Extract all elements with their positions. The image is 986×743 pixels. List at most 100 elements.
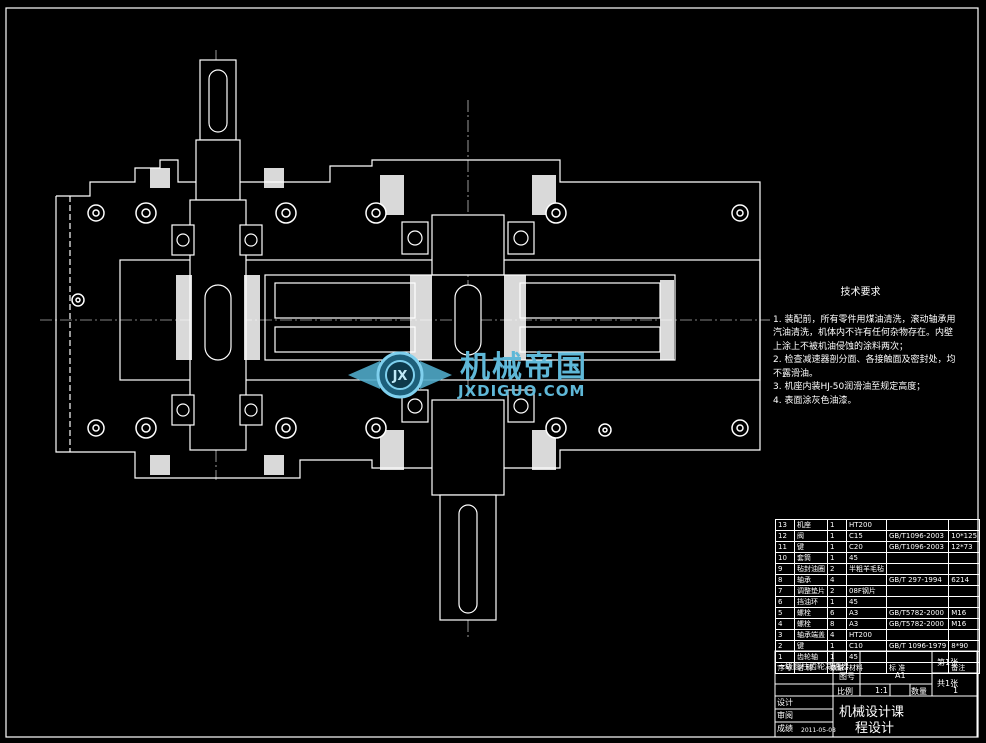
bom-cell: GB/T5782-2000	[885, 618, 950, 630]
scale-value: 1:1	[875, 686, 888, 695]
hatched-sections	[150, 168, 674, 475]
tech-line: 1. 装配前，所有零件用煤油清洗，滚动轴承用	[773, 314, 956, 325]
bom-cell: HT200	[846, 519, 887, 531]
tech-line: 4. 表面涂灰色油漆。	[773, 395, 857, 406]
bom-cell	[948, 596, 981, 608]
bom-cell	[948, 563, 981, 575]
tech-line: 不露滑油。	[773, 368, 819, 379]
bom-cell: 10*125	[948, 530, 981, 542]
bom-cell: 2	[827, 563, 847, 575]
bom-cell: 机座	[794, 519, 828, 531]
sheet-total: 共1张	[937, 679, 959, 688]
bom-cell: C15	[846, 530, 887, 542]
bom-cell: 1	[827, 552, 847, 564]
bom-cell: A3	[846, 618, 887, 630]
bom-cell: 轴承	[794, 574, 828, 586]
title-block: 一级圆柱齿轮减速器 图号 A1 第1张 共1张 比例 1:1 数量 1 设计 审…	[775, 651, 977, 737]
bom-cell: 8	[827, 618, 847, 630]
bom-cell	[885, 552, 950, 564]
bom-cell: 6	[775, 596, 795, 608]
tech-line: 3. 机座内装HJ-50润滑油至规定高度；	[773, 382, 926, 392]
bom-cell: 4	[775, 618, 795, 630]
bom-cell: 13	[775, 519, 795, 531]
bom-cell: 4	[827, 574, 847, 586]
bom-cell: 6	[827, 607, 847, 619]
drawing-no-label: 图号	[839, 672, 855, 681]
bom-cell	[885, 563, 950, 575]
bom-cell: 1	[827, 640, 847, 652]
bom-cell: 套筒	[794, 552, 828, 564]
input-shaft	[189, 59, 247, 451]
bom-cell	[948, 629, 981, 641]
bom-cell: 12*73	[948, 541, 981, 553]
bom-cell: 11	[775, 541, 795, 553]
bom-cell	[846, 574, 887, 586]
bom-cell: 半粗羊毛毡	[846, 563, 887, 575]
bom-cell: 45	[846, 552, 887, 564]
course-name: 机械设计课	[839, 705, 905, 720]
designer-label: 设计	[777, 698, 793, 707]
output-shaft	[431, 214, 505, 621]
grade-label: 成绩	[777, 724, 793, 733]
bom-cell: C20	[846, 541, 887, 553]
checker-label: 审阅	[777, 711, 793, 720]
bom-cell: 6214	[948, 574, 981, 586]
bom-cell: 备注	[948, 662, 981, 674]
bom-cell	[885, 596, 950, 608]
bom-cell	[885, 519, 950, 531]
bom-cell: 8	[775, 574, 795, 586]
bom-cell: GB/T 1096-1979	[885, 640, 950, 652]
drawing-name: 一级圆柱齿轮减速器	[777, 662, 849, 671]
bom-cell: 调整垫片	[794, 585, 828, 597]
date: 2011-05-08	[801, 727, 836, 734]
bom-cell	[948, 552, 981, 564]
bom-cell: 10	[775, 552, 795, 564]
bom-cell: GB/T5782-2000	[885, 607, 950, 619]
technical-requirements: 技术要求 1. 装配前，所有零件用煤油清洗，滚动轴承用 汽油清洗，机体内不许有任…	[773, 286, 978, 408]
bom-cell	[885, 585, 950, 597]
course-name-2: 程设计	[855, 721, 895, 736]
bom-cell: 2	[775, 640, 795, 652]
bom-cell: 08F钢片	[846, 585, 887, 597]
drawing-no: A1	[895, 671, 906, 680]
bom-cell: 阀	[794, 530, 828, 542]
bom-cell: 螺栓	[794, 607, 828, 619]
bom-cell: M16	[948, 607, 981, 619]
bom-cell: 标 准	[885, 662, 950, 674]
bom-cell: 1	[827, 541, 847, 553]
bom-cell: 5	[775, 607, 795, 619]
bom-cell: 毡封油圈	[794, 563, 828, 575]
bom-cell: 9	[775, 563, 795, 575]
bom-cell: 键	[794, 541, 828, 553]
bom-cell: 键	[794, 640, 828, 652]
bom-cell: GB/T1096-2003	[885, 530, 950, 542]
tech-title: 技术要求	[840, 287, 881, 298]
bom-cell: 挡油环	[794, 596, 828, 608]
bom-cell: GB/T1096-2003	[885, 541, 950, 553]
bom-cell: 1	[827, 596, 847, 608]
bom-cell: GB/T 297-1994	[885, 574, 950, 586]
bom-cell: 1	[827, 519, 847, 531]
tech-line: 上涂上不被机油侵蚀的涂料两次；	[773, 341, 909, 352]
bom-cell: HT200	[846, 629, 887, 641]
bom-cell	[885, 629, 950, 641]
bom-cell	[948, 585, 981, 597]
housing-outline	[55, 159, 761, 479]
bom-cell: 12	[775, 530, 795, 542]
bom-cell: A3	[846, 607, 887, 619]
sheet-number: 第1张	[937, 658, 959, 667]
scale-label: 比例	[837, 687, 853, 696]
tech-line: 2. 检查减速器剖分面、各接触面及密封处，均	[773, 355, 956, 365]
tech-line: 汽油清洗，机体内不许有任何杂物存在。内壁	[773, 328, 954, 338]
